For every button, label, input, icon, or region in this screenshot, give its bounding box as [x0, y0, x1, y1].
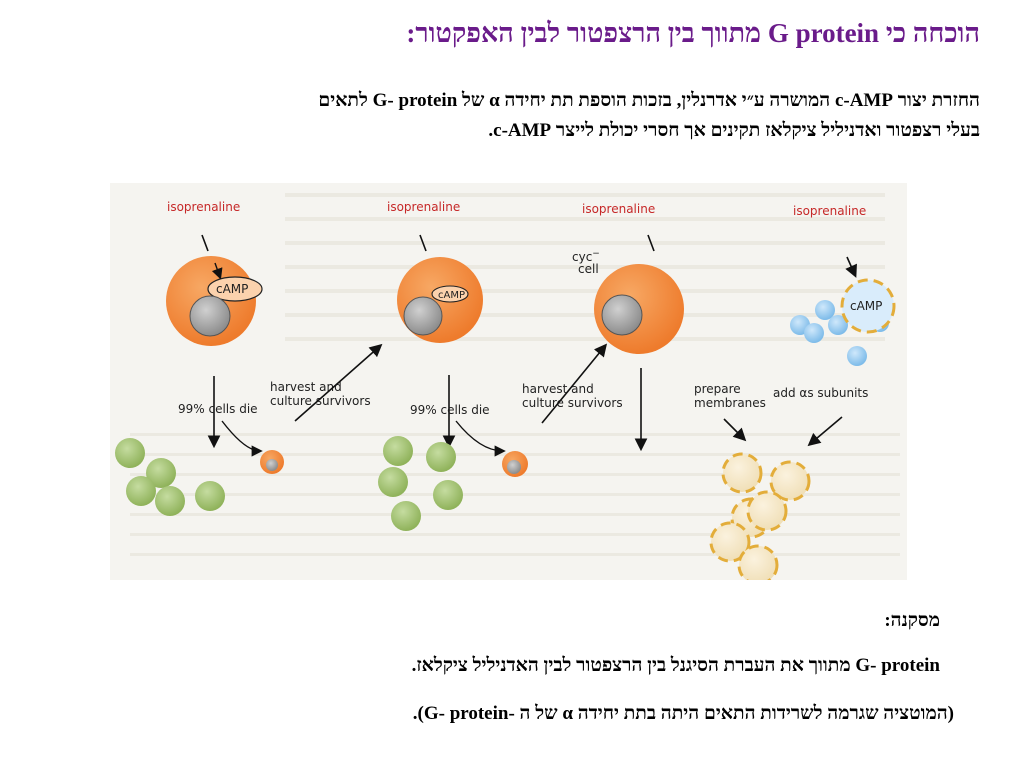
dead-cells-group-1: [115, 438, 225, 516]
add-alpha-label: add αs subunits: [773, 386, 868, 400]
arrow-harvest-1: [294, 343, 383, 422]
arrow-survivor-1: [221, 420, 263, 457]
arrow-camp-1: [211, 262, 223, 280]
background-texture: [130, 193, 900, 556]
cyc-label-a: cyc−: [572, 249, 600, 264]
isoprenaline-label-2: isoprenaline: [387, 200, 460, 214]
camp-bubble-1: [207, 276, 263, 302]
cyc-label-b: cell: [578, 262, 599, 276]
slide-title: הוכחה כי G protein מתווך בין הרצפטור לבי…: [406, 18, 980, 48]
harvest-label-1b: culture survivors: [270, 394, 371, 408]
camp-bubble-2: [431, 285, 469, 303]
isoprenaline-label-3: isoprenaline: [582, 202, 655, 216]
prepare-label-b: membranes: [694, 396, 766, 410]
survivor-nucleus-1: [266, 459, 278, 471]
harvest-label-2a: harvest and: [522, 382, 594, 396]
arrow-survivor-2: [455, 420, 506, 457]
arrow-iso-4: [845, 256, 857, 278]
intro-text: החזרת יצור c-AMP המושרה ע״י אדרנלין, בזכ…: [40, 86, 980, 146]
arrow-iso-3: [647, 234, 655, 252]
arrow-prepare: [723, 418, 747, 442]
reconstituted-membrane: [840, 278, 896, 334]
prepare-label-a: prepare: [694, 382, 741, 396]
dead-cells-group-2: [378, 436, 463, 531]
isoprenaline-label-4: isoprenaline: [793, 204, 866, 218]
cyc-nucleus: [601, 294, 643, 336]
isoprenaline-label-1: isoprenaline: [167, 200, 240, 214]
intro-line-1: החזרת יצור c-AMP המושרה ע״י אדרנלין, בזכ…: [318, 90, 980, 111]
arrow-iso-2: [419, 234, 427, 252]
arrow-iso-1: [201, 234, 209, 252]
experiment-figure: isoprenaline cAMP 99% cells die harvest …: [110, 183, 907, 586]
intro-line-2: בעלי רצפטור ואדניליל ציקלאז תקינים אך חס…: [488, 120, 980, 141]
conclusion-heading: מסקנה:: [884, 610, 940, 631]
nucleus-2: [403, 296, 443, 336]
harvest-label-1a: harvest and: [270, 380, 342, 394]
camp-label-2: cAMP: [438, 290, 465, 301]
cells-die-label-2: 99% cells die: [410, 403, 490, 417]
cells-die-label-1: 99% cells die: [178, 402, 258, 416]
camp-label-1: cAMP: [216, 282, 248, 296]
harvest-label-2b: culture survivors: [522, 396, 623, 410]
conclusion-line-1: G- protein מתווך את העברת הסיגנל בין הרצ…: [411, 655, 940, 676]
arrow-add-alpha: [807, 416, 843, 447]
experiment-diagram: isoprenaline cAMP 99% cells die harvest …: [115, 193, 900, 586]
camp-label-4: cAMP: [850, 299, 882, 313]
membrane-vesicles: [709, 452, 811, 586]
conclusion-line-2: (המוטציה שגרמה לשרידות התאים היתה בתת יח…: [412, 703, 954, 724]
arrow-harvest-2: [541, 343, 608, 424]
survivor-nucleus-2: [507, 460, 521, 474]
nucleus-1: [189, 295, 231, 337]
